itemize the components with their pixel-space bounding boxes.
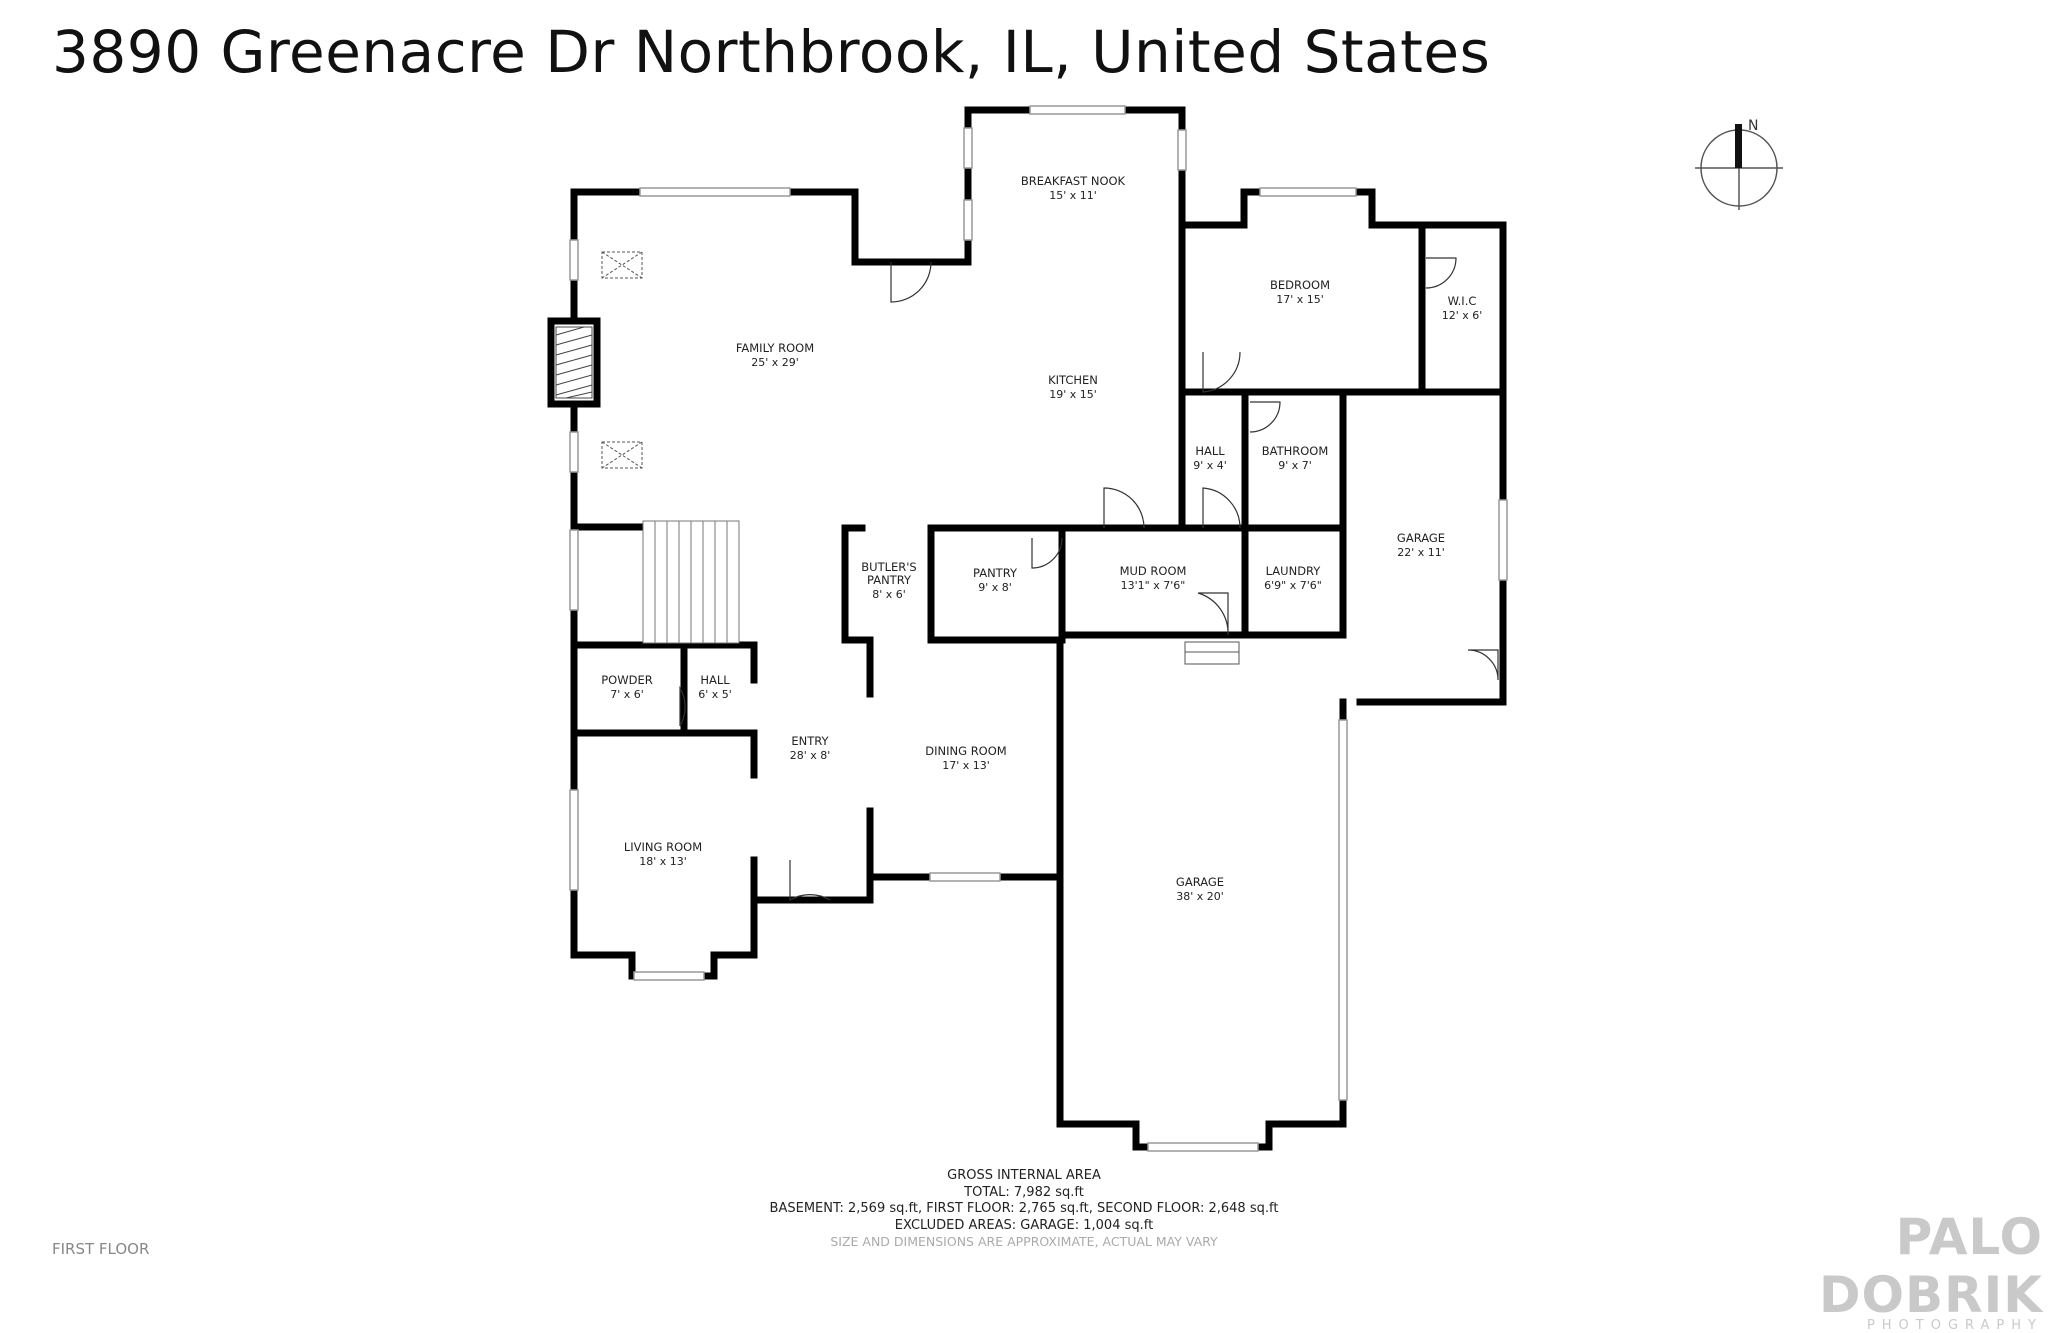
floor-label: FIRST FLOOR (52, 1240, 150, 1258)
entry-label: ENTRY (791, 734, 829, 748)
doors (679, 257, 1499, 902)
hall-upper-label: HALL (1195, 444, 1225, 458)
area-summary: GROSS INTERNAL AREA TOTAL: 7,982 sq.ft B… (0, 1168, 2048, 1251)
dining-room-label: DINING ROOM (925, 744, 1006, 758)
page-title: 3890 Greenacre Dr Northbrook, IL, United… (52, 18, 1491, 86)
butlers-pantry-label: BUTLER'S (861, 560, 916, 574)
logo-subtitle: PHOTOGRAPHY (1866, 1318, 2043, 1333)
stairs-icon (642, 520, 740, 644)
wic-dims: 12' x 6' (1442, 309, 1483, 322)
family-room-label: FAMILY ROOM (736, 341, 814, 355)
area-heading: GROSS INTERNAL AREA (947, 1168, 1101, 1183)
entry-dims: 28' x 8' (790, 749, 831, 762)
garage-large-dims: 38' x 20' (1176, 890, 1224, 903)
garage-large-label: GARAGE (1176, 875, 1224, 889)
kitchen-label: KITCHEN (1048, 373, 1098, 387)
pantry-dims: 9' x 8' (978, 581, 1012, 594)
area-total: TOTAL: 7,982 sq.ft (964, 1184, 1084, 1200)
butlers-pantry-dims: 8' x 6' (872, 588, 906, 601)
laundry-label: LAUNDRY (1266, 564, 1322, 578)
brand-logo: PALO DOBRIK PHOTOGRAPHY (1713, 1208, 2043, 1333)
walls (547, 106, 1507, 1151)
living-room-dims: 18' x 13' (639, 855, 687, 868)
area-disclaimer: SIZE AND DIMENSIONS ARE APPROXIMATE, ACT… (830, 1234, 1218, 1249)
logo-brand: PALO DOBRIK (1819, 1208, 2043, 1324)
mud-room-label: MUD ROOM (1120, 564, 1187, 578)
hall-lower-label: HALL (700, 673, 730, 687)
family-room-dims: 25' x 29' (751, 356, 799, 369)
room-labels: BREAKFAST NOOK 15' x 11' FAMILY ROOM 25'… (601, 174, 1482, 903)
hall-lower-dims: 6' x 5' (698, 688, 732, 701)
powder-dims: 7' x 6' (610, 688, 644, 701)
bedroom-label: BEDROOM (1270, 278, 1330, 292)
north-compass-icon: N (1695, 118, 1783, 210)
windows (569, 105, 1508, 1152)
breakfast-nook-dims: 15' x 11' (1049, 189, 1097, 202)
garage-small-dims: 22' x 11' (1397, 546, 1445, 559)
powder-label: POWDER (601, 673, 652, 687)
mud-room-dims: 13'1" x 7'6" (1121, 579, 1186, 592)
garage-small-label: GARAGE (1397, 531, 1445, 545)
wic-label: W.I.C (1448, 294, 1477, 308)
mudroom-steps-icon (1184, 641, 1240, 665)
dining-room-dims: 17' x 13' (942, 759, 990, 772)
kitchen-dims: 19' x 15' (1049, 388, 1097, 401)
area-excluded: EXCLUDED AREAS: GARAGE: 1,004 sq.ft (894, 1217, 1154, 1233)
bathroom-dims: 9' x 7' (1278, 459, 1312, 472)
north-label: N (1748, 118, 1758, 134)
skylights (601, 251, 643, 469)
bathroom-label: BATHROOM (1262, 444, 1329, 458)
fireplace-icon (555, 326, 593, 399)
area-breakdown: BASEMENT: 2,569 sq.ft, FIRST FLOOR: 2,76… (769, 1201, 1279, 1216)
hall-upper-dims: 9' x 4' (1193, 459, 1227, 472)
floor-plan: N (547, 105, 1783, 1152)
pantry-label: PANTRY (973, 566, 1018, 580)
bedroom-dims: 17' x 15' (1276, 293, 1324, 306)
living-room-label: LIVING ROOM (624, 840, 702, 854)
breakfast-nook-label: BREAKFAST NOOK (1021, 174, 1126, 188)
laundry-dims: 6'9" x 7'6" (1264, 579, 1322, 592)
butlers-pantry-label-2: PANTRY (867, 573, 912, 587)
